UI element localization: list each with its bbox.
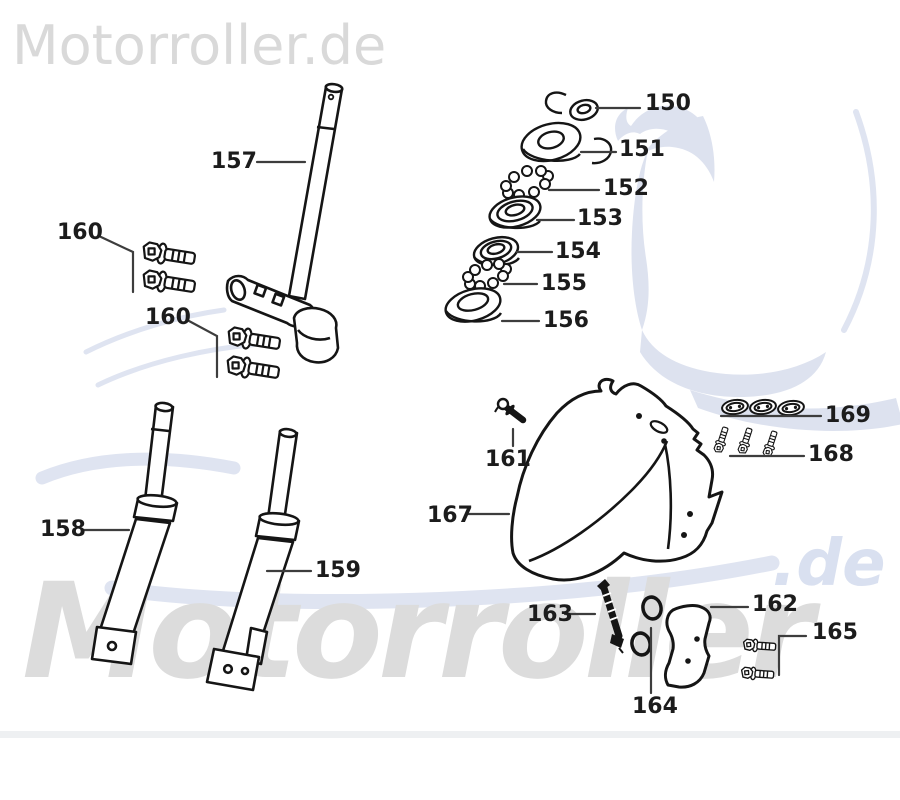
part-164-o-rings (630, 595, 663, 657)
part-label-162: 162 (752, 592, 798, 617)
part-label-154: 154 (555, 239, 601, 264)
part-label-169: 169 (825, 403, 871, 428)
leader-165 (777, 634, 808, 677)
part-150-steering-nut (544, 91, 599, 122)
part-label-156: 156 (543, 308, 589, 333)
part-152-ball-retainer-upper (500, 165, 554, 201)
part-label-151: 151 (619, 137, 665, 162)
part-159-fork-leg-right (205, 427, 301, 692)
part-167-front-fender (510, 377, 724, 582)
part-label-150: 150 (645, 91, 691, 116)
part-label-164: 164 (632, 694, 678, 719)
part-158-fork-leg-left (90, 401, 179, 666)
part-label-160-upper: 160 (57, 220, 103, 245)
bottom-wave-band (0, 731, 900, 738)
part-165-bracket-bolts (740, 637, 777, 682)
part-label-158: 158 (40, 517, 86, 542)
watermark-de-suffix: .de (772, 527, 886, 601)
part-label-157: 157 (211, 149, 257, 174)
brand-logo-text: Motorroller.de (12, 14, 387, 77)
part-154-bearing-race-lower (472, 235, 520, 267)
part-156-dust-seal (444, 287, 503, 323)
wave-swoosh-watermark (35, 109, 877, 610)
leader-160b (187, 319, 219, 379)
part-label-165: 165 (812, 620, 858, 645)
part-168-fender-screws (712, 425, 780, 459)
part-label-155: 155 (541, 271, 587, 296)
part-163-stud (597, 579, 624, 654)
part-155-ball-retainer-lower (462, 258, 512, 292)
part-153-bearing-race-upper (488, 195, 542, 230)
part-label-168: 168 (808, 442, 854, 467)
part-label-167: 167 (427, 503, 473, 528)
part-label-161: 161 (485, 447, 531, 472)
part-label-159: 159 (315, 558, 361, 583)
leader-160a (99, 235, 135, 294)
part-label-153: 153 (577, 206, 623, 231)
part-157-steering-stem (225, 82, 344, 364)
part-162-bracket (664, 604, 712, 689)
part-label-152: 152 (603, 176, 649, 201)
part-151-bearing-cover (520, 121, 613, 165)
part-label-160-lower: 160 (145, 305, 191, 330)
part-label-163: 163 (527, 602, 573, 627)
part-169-washers (720, 397, 806, 418)
part-161-fender-bolt (494, 397, 527, 424)
